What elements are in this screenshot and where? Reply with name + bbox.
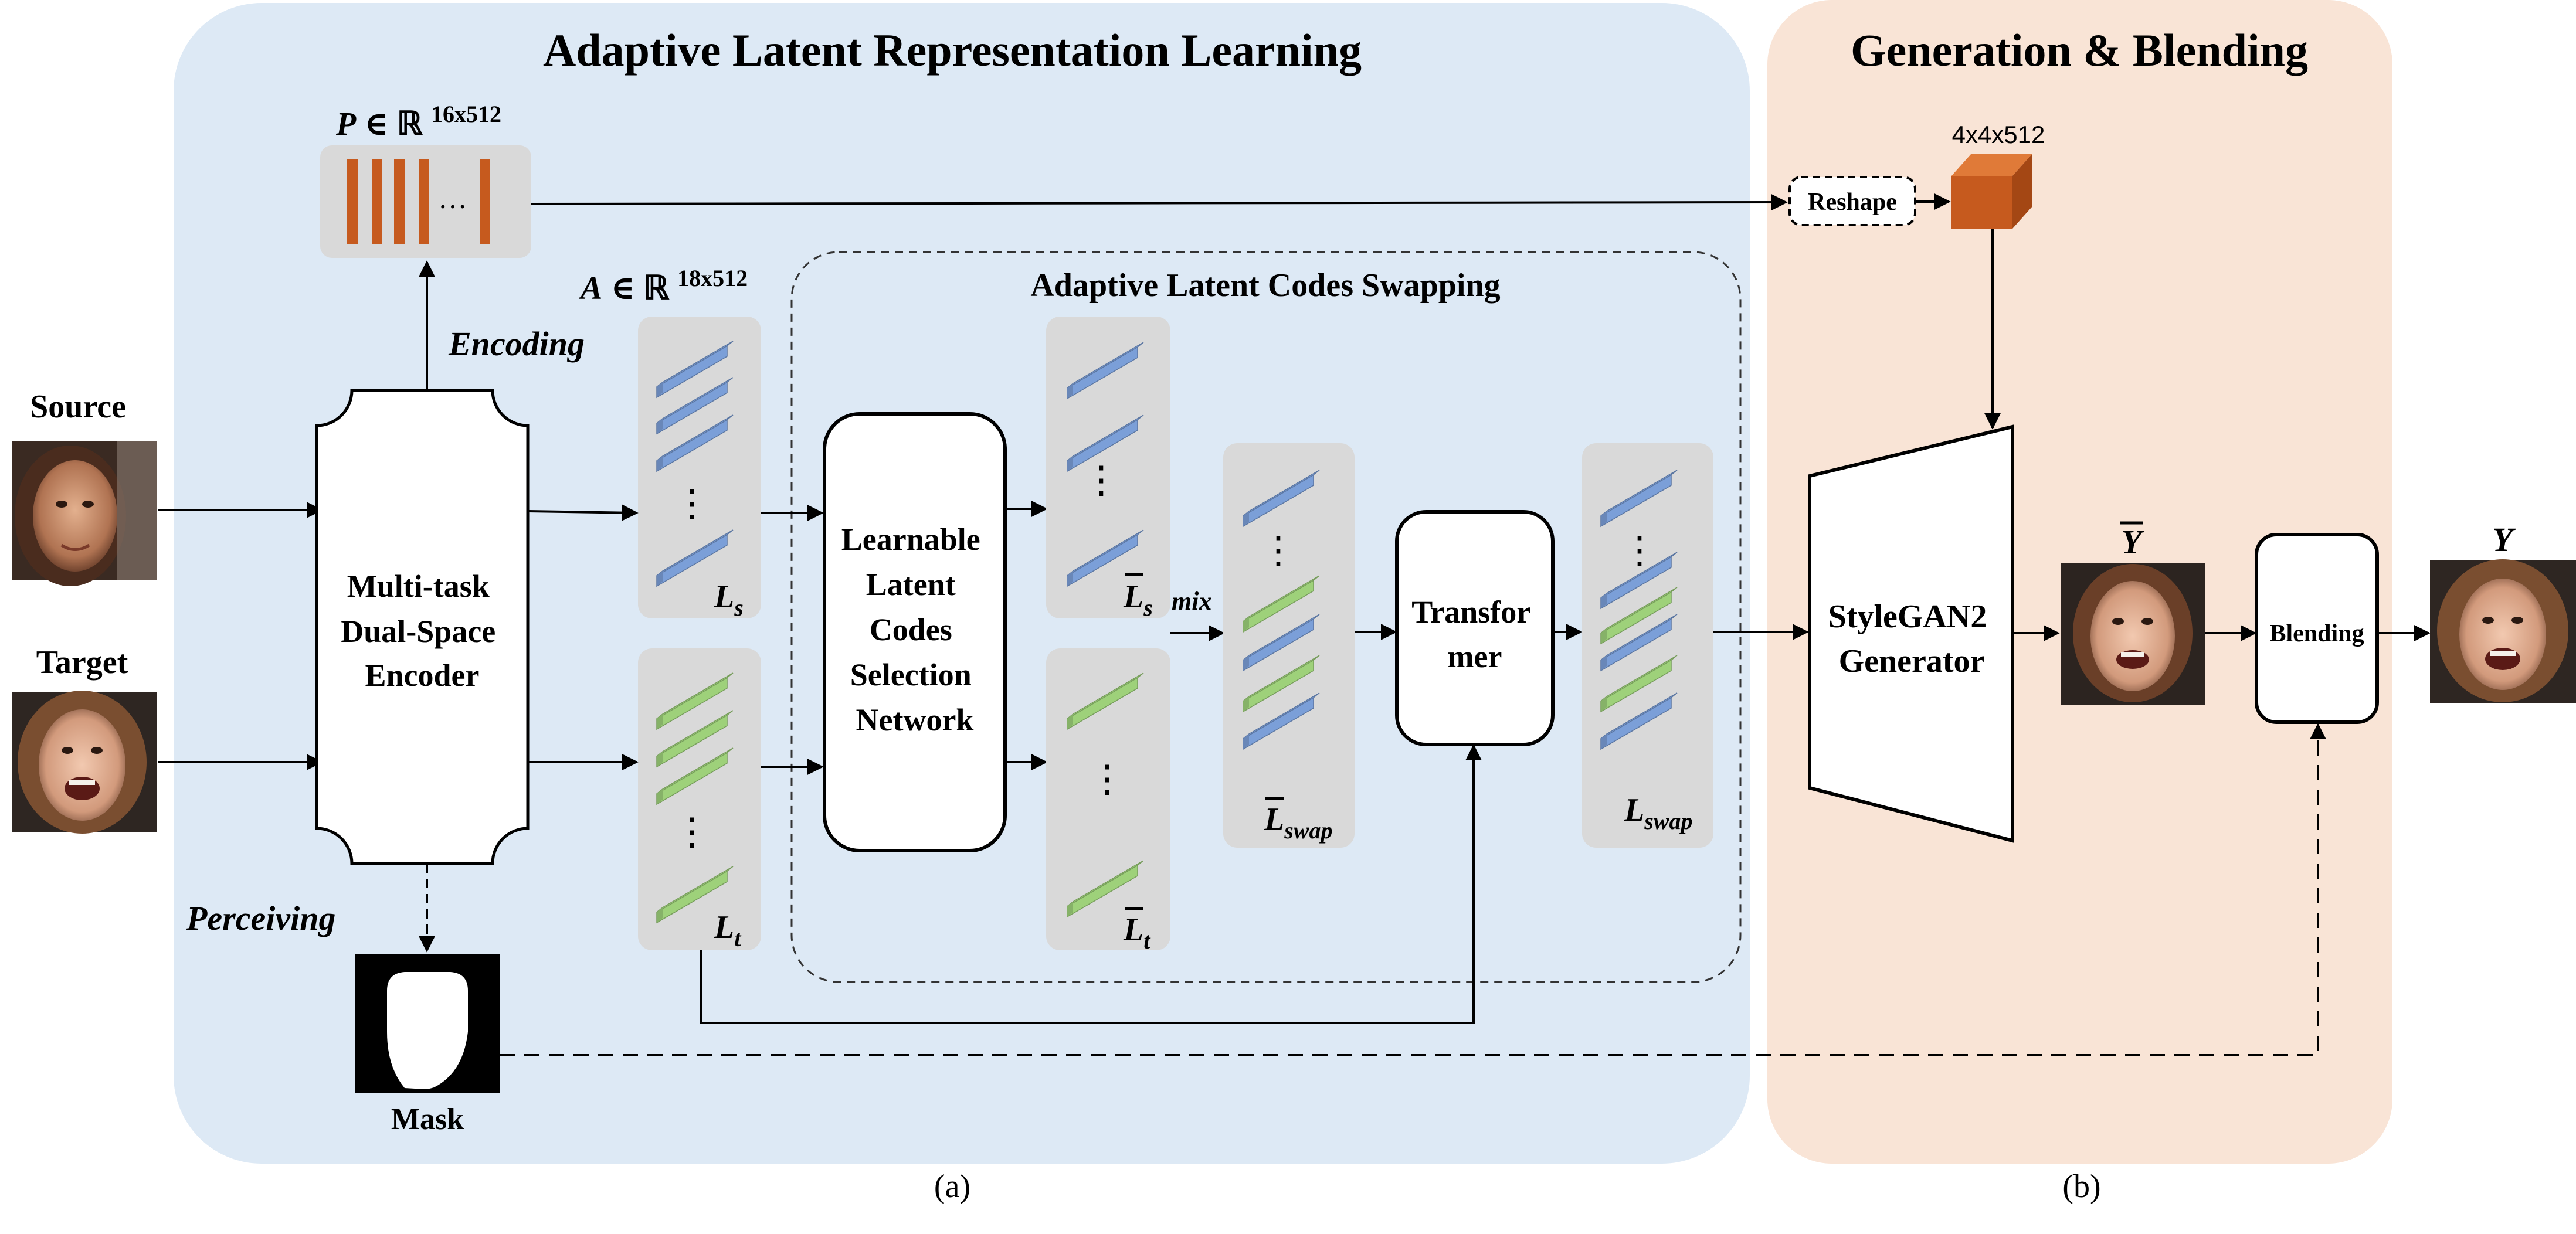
- svg-text:Lswap: Lswap: [1264, 801, 1332, 844]
- p-bar-1: [347, 159, 358, 244]
- lswap-box: [1582, 443, 1713, 848]
- latent-code-bar: [1067, 860, 1144, 918]
- blending-label: Blending: [2269, 620, 2364, 647]
- latent-code-bar: [1067, 529, 1144, 587]
- y-output-label: Y: [2492, 521, 2516, 559]
- latent-code-bar: [1600, 655, 1678, 713]
- latent-code-bar: [1243, 655, 1320, 713]
- generated-face-image: [2061, 563, 2205, 705]
- ls-label: Ls: [714, 579, 744, 621]
- latent-code-bar: [656, 710, 734, 768]
- lswapbar-codes: [1243, 470, 1320, 750]
- p-to-reshape-arrow: [531, 194, 1788, 211]
- lt-dots: ⋮: [673, 811, 711, 852]
- latent-code-bar: [1067, 342, 1144, 400]
- transformer-label: Transfor mer: [1411, 594, 1538, 674]
- ls-dots: ⋮: [673, 482, 711, 524]
- panel-b-caption: (b): [2062, 1168, 2100, 1205]
- lsbar-codes: [1067, 342, 1144, 587]
- ls-box: [638, 317, 761, 618]
- ltbar-label: Lt: [1123, 907, 1151, 954]
- generator-label: StyleGAN2 Generator: [1828, 599, 1995, 679]
- lt-label: Lt: [714, 909, 742, 951]
- p-matrix-label: P ∈ ℝ 16x512: [335, 101, 501, 142]
- a-matrix-label: A ∈ ℝ 18x512: [579, 265, 748, 307]
- selection-network-box: [823, 412, 1007, 852]
- lswapbar-dots: ⋮: [1260, 529, 1297, 571]
- dual-space-encoder: [315, 389, 530, 865]
- mask-image: [355, 954, 500, 1093]
- lt-box: [638, 648, 761, 950]
- latent-code-bar: [656, 377, 734, 435]
- svg-text:Ls: Ls: [1123, 579, 1153, 621]
- target-image: [12, 691, 157, 834]
- latent-cube: [1951, 154, 2032, 229]
- swap-region: [790, 251, 1742, 983]
- ltbar-codes: [1067, 672, 1144, 918]
- ltbar-dots: ⋮: [1088, 758, 1126, 800]
- latent-code-bar: [656, 866, 734, 924]
- latent-code-bar: [1243, 692, 1320, 750]
- source-label: Source: [30, 389, 126, 425]
- encoder-label: Multi-task Dual-Space Encoder: [341, 569, 504, 693]
- panel-a-title: Adaptive Latent Representation Learning: [543, 25, 1362, 76]
- encoder-to-ls-arrow: [527, 504, 639, 521]
- latent-code-bar: [1600, 470, 1678, 528]
- p-bar-3: [394, 159, 405, 244]
- latent-code-bar: [656, 672, 734, 730]
- lsbar-dots: ⋮: [1082, 459, 1120, 501]
- panel-b-title: Generation & Blending: [1851, 25, 2308, 76]
- latent-code-bar: [1067, 672, 1144, 730]
- lswap-codes: [1600, 470, 1678, 750]
- svg-text:Lt: Lt: [1123, 912, 1151, 954]
- latent-code-bar: [1600, 692, 1678, 750]
- latent-code-bar: [1600, 552, 1678, 610]
- latent-code-bar: [1600, 614, 1678, 672]
- lswap-dots: ⋮: [1621, 529, 1658, 571]
- p-bar-5: [480, 159, 490, 244]
- latent-code-bar: [656, 747, 734, 805]
- lswap-label: Lswap: [1624, 792, 1692, 834]
- mask-to-blending-line: [500, 723, 2326, 1056]
- p-bar-2: [372, 159, 382, 244]
- mix-label: mix: [1172, 587, 1211, 616]
- encoding-label: Encoding: [448, 325, 585, 363]
- source-image: [12, 441, 157, 586]
- ybar-label: Y: [2121, 523, 2144, 561]
- stylegan2-generator: [1808, 424, 2014, 843]
- p-ellipsis: …: [438, 182, 467, 215]
- p-bar-4: [419, 159, 429, 244]
- selection-network-label: Learnable Latent Codes Selection Network: [841, 522, 989, 737]
- lt-codes: [656, 672, 734, 924]
- ls-codes: [656, 341, 734, 587]
- lsbar-label: Ls: [1123, 573, 1153, 621]
- latent-code-bar: [1600, 587, 1678, 645]
- reshape-label: Reshape: [1808, 189, 1897, 216]
- target-label: Target: [36, 644, 128, 681]
- blending-box: [2255, 533, 2379, 724]
- lswapbar-box: [1223, 443, 1355, 848]
- perceiving-label: Perceiving: [186, 899, 335, 937]
- p-matrix-bars: …: [347, 159, 490, 244]
- latent-code-bar: [656, 414, 734, 472]
- latent-code-bar: [656, 529, 734, 587]
- latent-code-bar: [1243, 470, 1320, 528]
- latent-code-bar: [1243, 614, 1320, 672]
- output-face-image: [2430, 559, 2576, 703]
- lt-to-transformer-line: [700, 744, 1482, 1024]
- cube-dims-label: 4x4x512: [1952, 121, 2045, 148]
- mask-label: Mask: [391, 1103, 464, 1136]
- lswapbar-label: Lswap: [1264, 797, 1332, 844]
- swap-region-title: Adaptive Latent Codes Swapping: [1030, 267, 1500, 304]
- latent-code-bar: [1243, 575, 1320, 633]
- latent-code-bar: [1067, 414, 1144, 472]
- panel-a-caption: (a): [934, 1168, 970, 1205]
- latent-code-bar: [656, 341, 734, 399]
